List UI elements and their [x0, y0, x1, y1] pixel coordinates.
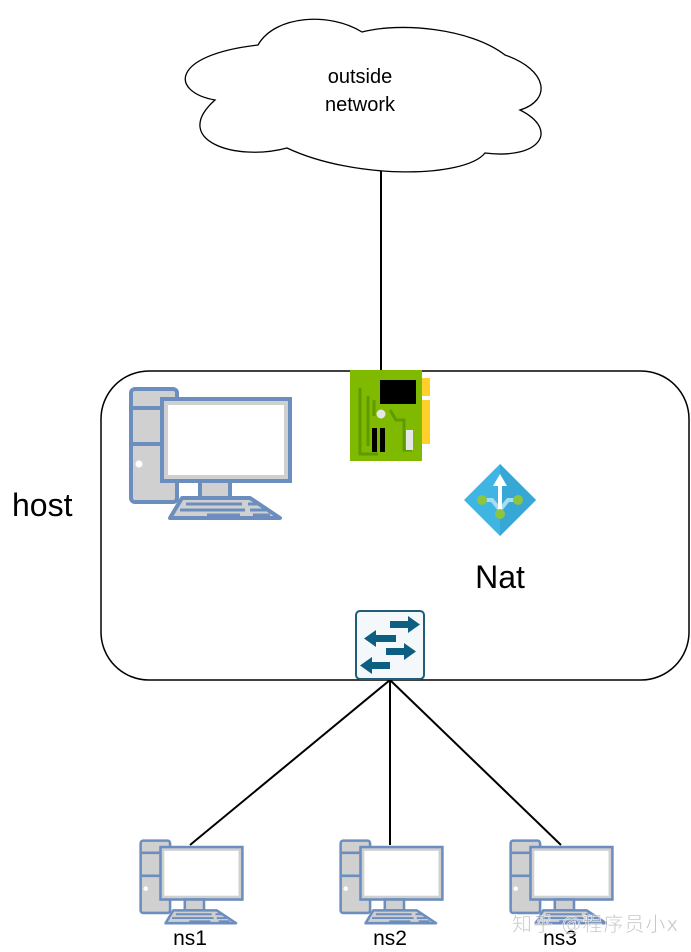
network-switch: [355, 610, 425, 680]
network-switch-icon: [355, 610, 425, 680]
network-card-icon: [350, 370, 430, 461]
nat-label: Nat: [475, 559, 525, 595]
ns3-label: ns3: [543, 927, 577, 950]
cloud-label-line1: outside: [328, 66, 393, 88]
edge-switch-to-ns3: [389, 679, 562, 846]
ns2-computer: [339, 839, 444, 925]
watermark: 知乎 @程序员小x: [512, 912, 680, 937]
ns1-label: ns1: [173, 927, 207, 950]
outside-network-cloud: outside network: [184, 18, 542, 173]
desktop-computer-icon: [339, 839, 444, 925]
edge-switch-to-ns1: [189, 679, 391, 846]
network-card: [350, 370, 430, 461]
host-label: host: [12, 487, 73, 523]
host-computer: [129, 387, 292, 520]
desktop-computer-icon: [129, 387, 292, 520]
desktop-computer-icon: [139, 839, 244, 925]
ns1-computer: [139, 839, 244, 925]
ns2-label: ns2: [373, 927, 407, 950]
cloud-icon: [184, 18, 542, 173]
nat-gateway: Nat: [464, 464, 536, 595]
cloud-label-line2: network: [325, 94, 396, 116]
nat-gateway-icon: [464, 464, 536, 536]
